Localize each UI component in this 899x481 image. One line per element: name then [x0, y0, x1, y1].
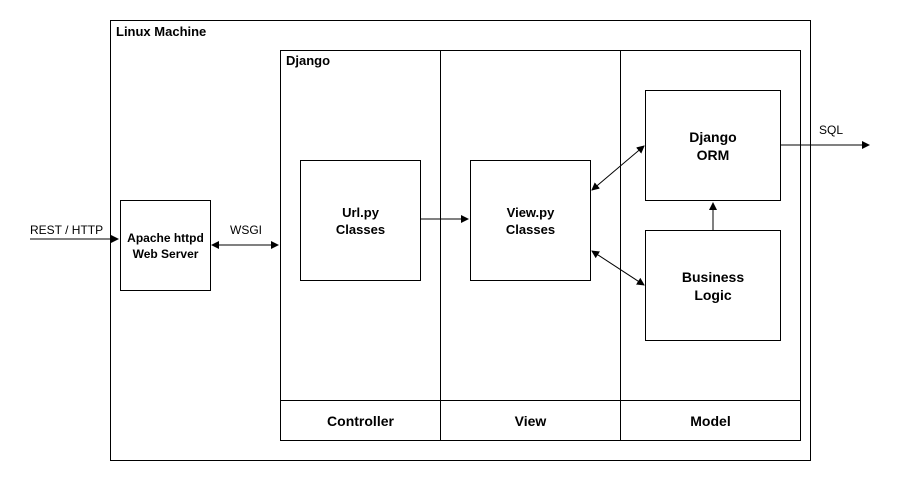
view-label-text: View — [514, 412, 547, 429]
model-layer-label: Model — [620, 400, 801, 441]
rest-http-label: REST / HTTP — [30, 223, 104, 237]
apache-line1: Apache httpd — [127, 230, 204, 245]
wsgi-label: WSGI — [230, 223, 262, 237]
view-line1: View.py — [506, 204, 555, 220]
sql-label: SQL — [819, 123, 844, 137]
business-line1: Business — [681, 268, 745, 285]
django-title: Django — [286, 53, 331, 68]
controller-label-text: Controller — [327, 412, 394, 429]
model-label-text: Model — [690, 412, 731, 429]
url-line2: Classes — [335, 221, 386, 237]
view-orm-arrow — [591, 145, 645, 191]
view-line2: Classes — [505, 221, 556, 237]
business-logic-box: Business Logic — [645, 230, 781, 341]
apache-line2: Web Server — [132, 246, 199, 261]
controller-layer-label: Controller — [280, 400, 441, 441]
business-line2: Logic — [694, 286, 732, 303]
linux-machine-title: Linux Machine — [116, 24, 207, 39]
view-layer-label: View — [440, 400, 621, 441]
url-line1: Url.py — [342, 204, 379, 220]
view-py-classes-box: View.py Classes — [470, 160, 591, 281]
django-orm-box: Django ORM — [645, 90, 781, 201]
orm-line1: Django — [689, 128, 737, 145]
view-business-arrow — [591, 250, 645, 286]
apache-web-server-box: Apache httpd Web Server — [120, 200, 211, 291]
url-py-classes-box: Url.py Classes — [300, 160, 421, 281]
orm-line2: ORM — [696, 146, 730, 163]
